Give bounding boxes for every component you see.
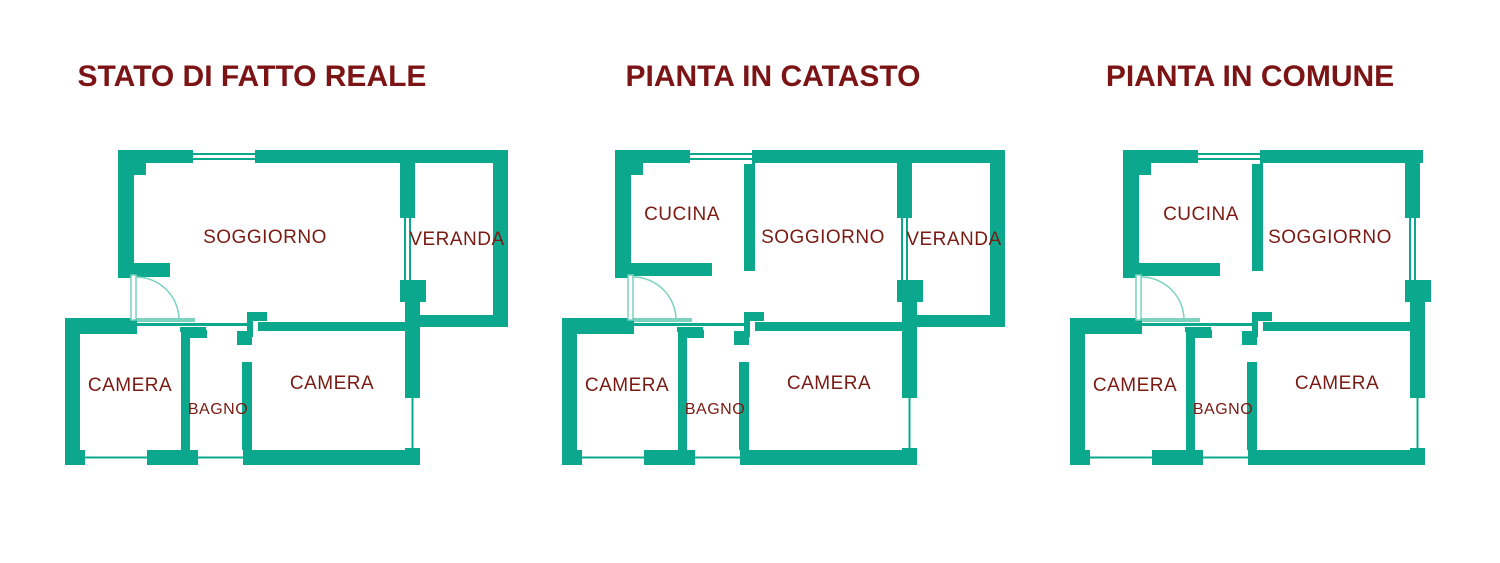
wall-segment xyxy=(65,318,137,334)
sill-line xyxy=(1142,318,1200,322)
floorplan-pianta-comune: CUCINA SOGGIORNO CAMERA BAGNO CAMERA xyxy=(1065,148,1445,478)
room-label-bagno: BAGNO xyxy=(684,401,746,418)
wall-segment xyxy=(258,322,405,331)
wall-segment xyxy=(631,161,643,175)
wall-segment xyxy=(562,318,577,465)
room-label-camera-right: CAMERA xyxy=(786,373,872,394)
wall-segment xyxy=(493,150,508,327)
wall-segment xyxy=(1405,280,1431,302)
wall-segment xyxy=(1247,362,1257,450)
wall-segment xyxy=(1252,150,1263,271)
wall-segment xyxy=(65,318,80,465)
floorplan-drawing xyxy=(562,149,1005,465)
wall-segment xyxy=(755,322,902,331)
door-swing-arc-icon xyxy=(1140,276,1185,321)
wall-segment xyxy=(181,330,207,338)
wall-segment xyxy=(180,327,206,332)
floorplan-drawing xyxy=(65,149,508,465)
wall-segment xyxy=(134,161,146,175)
wall-segment xyxy=(897,280,923,302)
room-label-veranda: VERANDA xyxy=(409,229,505,250)
window-icon xyxy=(1198,149,1260,164)
threshold-line xyxy=(137,323,249,326)
wall-segment xyxy=(242,362,252,450)
title-stato-di-fatto: STATO DI FATTO REALE xyxy=(77,60,427,93)
floorplan-pianta-catasto: CUCINA SOGGIORNO VERANDA CAMERA BAGNO CA… xyxy=(557,148,1027,478)
room-label-camera-right: CAMERA xyxy=(289,373,375,394)
wall-segment xyxy=(897,150,912,218)
floorplan-drawing xyxy=(1070,149,1431,465)
wall-segment xyxy=(400,150,415,218)
wall-segment xyxy=(1186,330,1195,450)
room-label-camera-right: CAMERA xyxy=(1294,373,1380,394)
wall-segment xyxy=(1123,150,1423,163)
room-label-soggiorno: SOGGIORNO xyxy=(203,227,327,248)
wall-segment xyxy=(1070,318,1085,465)
wall-segment xyxy=(1123,150,1139,278)
floorplan-stato-di-fatto: SOGGIORNO VERANDA CAMERA BAGNO CAMERA xyxy=(60,148,530,478)
window-icon xyxy=(400,218,415,280)
threshold-line xyxy=(634,323,746,326)
wall-segment xyxy=(1070,318,1142,334)
wall-segment xyxy=(615,263,712,276)
wall-segment xyxy=(615,150,631,278)
wall-segment xyxy=(744,312,764,321)
wall-segment xyxy=(911,315,1005,327)
wall-segment xyxy=(678,330,704,338)
room-label-bagno: BAGNO xyxy=(187,401,249,418)
title-pianta-catasto: PIANTA IN CATASTO xyxy=(625,60,921,93)
wall-segment xyxy=(744,150,755,271)
room-label-camera-left: CAMERA xyxy=(87,375,173,396)
wall-segment xyxy=(118,263,170,277)
wall-segment xyxy=(181,330,190,450)
wall-segment xyxy=(1405,150,1420,218)
door-leaf-icon xyxy=(130,274,137,321)
wall-segment xyxy=(400,280,426,302)
sill-line xyxy=(634,318,692,322)
wall-segment xyxy=(990,150,1005,327)
wall-segment xyxy=(1263,322,1410,331)
wall-segment xyxy=(615,150,1005,163)
window-icon xyxy=(690,149,752,164)
door-swing-arc-icon xyxy=(135,276,180,321)
window-icon xyxy=(897,218,912,280)
wall-segment xyxy=(1186,330,1212,338)
door-swing-arc-icon xyxy=(632,276,677,321)
wall-segment xyxy=(562,318,634,334)
door-leaf-icon xyxy=(627,274,634,321)
threshold-line xyxy=(1142,323,1254,326)
wall-segment xyxy=(1252,312,1272,321)
wall-segment xyxy=(1185,327,1211,332)
room-label-camera-left: CAMERA xyxy=(584,375,670,396)
room-label-cucina: CUCINA xyxy=(1163,204,1239,225)
room-label-soggiorno: SOGGIORNO xyxy=(761,227,885,248)
wall-segment xyxy=(739,362,749,450)
wall-segment xyxy=(118,150,134,278)
title-pianta-comune: PIANTA IN COMUNE xyxy=(1105,60,1395,93)
door-leaf-icon xyxy=(1135,274,1142,321)
wall-segment xyxy=(744,312,750,337)
wall-segment xyxy=(247,312,267,321)
wall-segment xyxy=(1123,263,1220,276)
wall-segment xyxy=(1252,312,1258,337)
room-label-camera-left: CAMERA xyxy=(1092,375,1178,396)
wall-segment xyxy=(677,327,703,332)
room-label-soggiorno: SOGGIORNO xyxy=(1268,227,1392,248)
wall-segment xyxy=(1139,161,1151,175)
window-icon xyxy=(1405,218,1420,280)
room-label-veranda: VERANDA xyxy=(906,229,1002,250)
wall-segment xyxy=(247,312,253,337)
wall-segment xyxy=(678,330,687,450)
wall-segment xyxy=(118,150,508,163)
wall-segment xyxy=(414,315,508,327)
window-icon xyxy=(193,149,255,164)
room-label-cucina: CUCINA xyxy=(644,204,720,225)
room-label-bagno: BAGNO xyxy=(1192,401,1254,418)
sill-line xyxy=(137,318,195,322)
